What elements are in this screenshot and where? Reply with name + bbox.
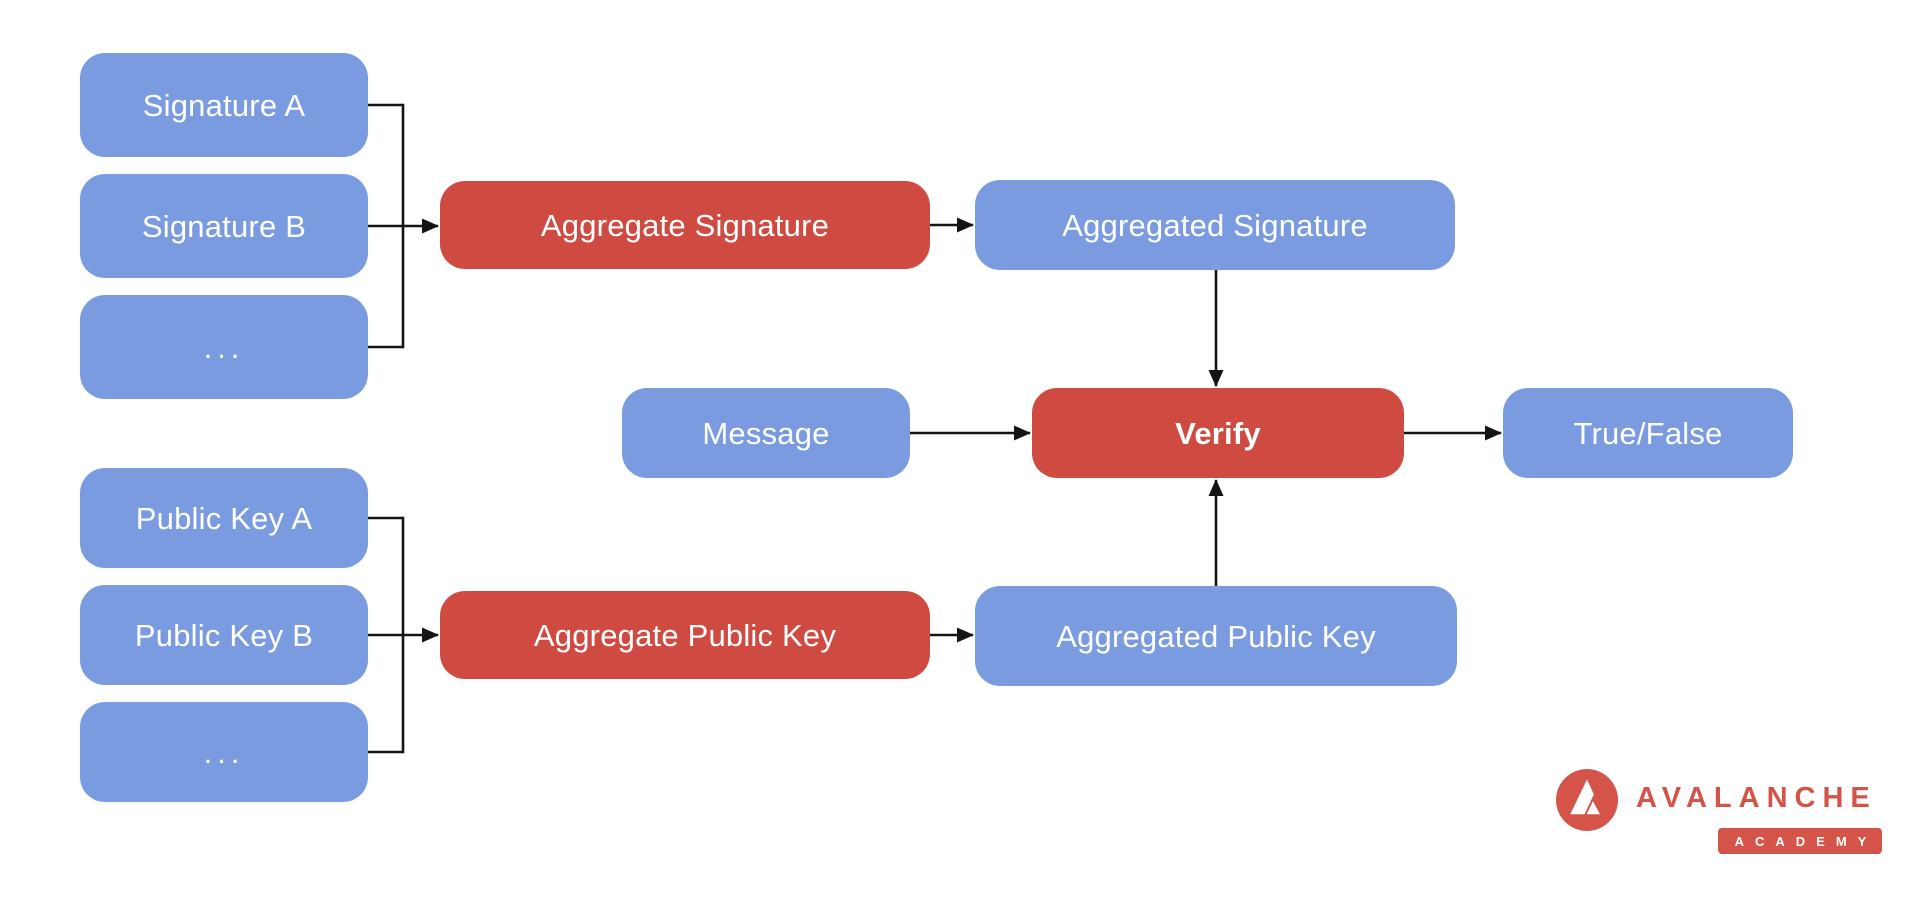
- node-public-key-a-label: Public Key A: [135, 500, 313, 536]
- node-true-false-label: True/False: [1573, 415, 1723, 451]
- node-signature-a: Signature A: [80, 53, 368, 157]
- node-signature-b: Signature B: [80, 174, 368, 278]
- node-aggregate-signature: Aggregate Signature: [440, 181, 930, 269]
- node-public-keys-ellipsis: ...: [80, 702, 368, 802]
- academy-badge-label: ACADEMY: [1734, 833, 1878, 849]
- node-message-label: Message: [702, 415, 830, 451]
- node-signature-b-label: Signature B: [141, 208, 307, 244]
- node-signatures-ellipsis: ...: [80, 295, 368, 399]
- node-aggregate-public-key: Aggregate Public Key: [440, 591, 930, 679]
- node-aggregated-public-key: Aggregated Public Key: [975, 586, 1457, 686]
- node-public-key-b: Public Key B: [80, 585, 368, 685]
- avalanche-wordmark: AVALANCHE: [1636, 782, 1877, 814]
- avalanche-logo-icon: [1556, 769, 1618, 831]
- node-public-keys-ellipsis-label: ...: [203, 734, 245, 770]
- node-aggregated-public-key-label: Aggregated Public Key: [1056, 618, 1376, 654]
- node-aggregate-signature-label: Aggregate Signature: [540, 207, 830, 243]
- avalanche-academy-logo: AVALANCHE ACADEMY: [1550, 765, 1890, 865]
- academy-badge: ACADEMY: [1718, 828, 1882, 854]
- node-true-false: True/False: [1503, 388, 1793, 478]
- node-verify: Verify: [1032, 388, 1404, 478]
- node-aggregated-signature: Aggregated Signature: [975, 180, 1455, 270]
- node-message: Message: [622, 388, 910, 478]
- node-aggregated-signature-label: Aggregated Signature: [1062, 207, 1368, 243]
- node-public-key-a: Public Key A: [80, 468, 368, 568]
- node-public-key-b-label: Public Key B: [134, 617, 314, 653]
- node-verify-label: Verify: [1175, 415, 1261, 451]
- node-aggregate-public-key-label: Aggregate Public Key: [533, 617, 837, 653]
- node-signatures-ellipsis-label: ...: [203, 329, 245, 365]
- node-signature-a-label: Signature A: [142, 87, 306, 123]
